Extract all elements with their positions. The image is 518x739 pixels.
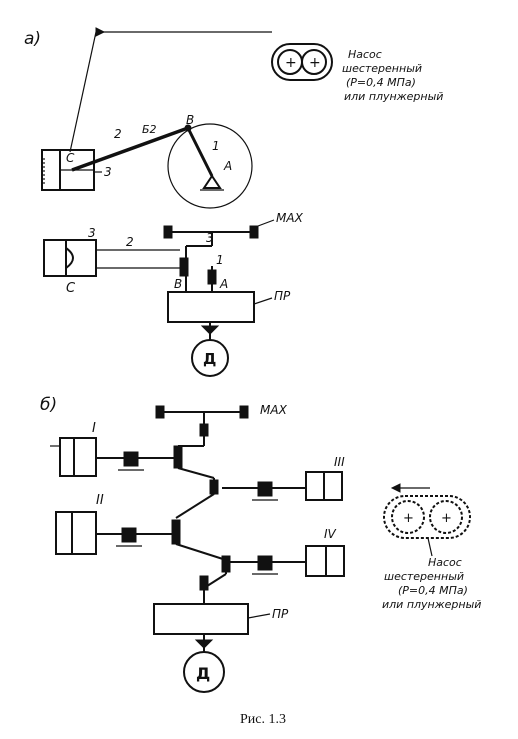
spring-4 bbox=[257, 555, 273, 571]
max-stop-right-b bbox=[239, 405, 249, 419]
cylinder-c-lower-cup bbox=[65, 247, 74, 269]
spring-3 bbox=[257, 481, 273, 497]
max-valve-b bbox=[199, 423, 209, 437]
pr-box-b bbox=[153, 603, 249, 635]
max-stop-right-a bbox=[249, 225, 259, 239]
label-pr-b: ПР bbox=[272, 607, 289, 621]
label-pr-a: ПР bbox=[274, 289, 291, 303]
label-3-upper: 3 bbox=[104, 165, 112, 179]
label-2-lower: 2 bbox=[126, 235, 134, 249]
part-b: б) МАХ I III II bbox=[40, 395, 481, 693]
pump-a-caption-line4: или плунжерный bbox=[344, 90, 443, 103]
pump-b-gear-left bbox=[391, 500, 425, 534]
label-b-upper: В bbox=[186, 113, 194, 127]
label-b-lower: В bbox=[174, 277, 182, 291]
label-cyl-3: III bbox=[334, 455, 345, 469]
label-2-upper: 2 bbox=[114, 127, 122, 141]
valve-body-a2 bbox=[207, 269, 217, 285]
link-rod-2 bbox=[71, 126, 189, 172]
pump-b-gear-right bbox=[429, 500, 463, 534]
pump-a-caption-line3: (Р=0,4 МПа) bbox=[346, 76, 416, 89]
max-leader-a bbox=[257, 219, 275, 227]
pr-box-a bbox=[167, 291, 255, 323]
cylinder-1 bbox=[59, 437, 97, 477]
pump-b-arrow-icon bbox=[390, 483, 401, 493]
part-a: а) + + Насос шестеренный (Р=0,4 МПа) или… bbox=[24, 27, 443, 377]
label-1-upper: 1 bbox=[212, 139, 220, 153]
label-b2-upper: Б2 bbox=[142, 123, 157, 136]
label-cyl-1: I bbox=[92, 421, 96, 436]
pump-b-caption-line4: или плунжерный bbox=[382, 598, 481, 611]
pump-b-housing bbox=[383, 495, 471, 539]
valve-b2-to-b3 bbox=[175, 493, 215, 519]
valve-b1-down bbox=[177, 467, 215, 479]
label-c-lower: С bbox=[66, 281, 76, 296]
label-d-a: Д bbox=[203, 350, 216, 368]
label-3-lower: 3 bbox=[88, 226, 96, 240]
motor-d-a bbox=[191, 339, 229, 377]
spring-2 bbox=[121, 527, 137, 543]
pump-b-plus-left-icon: + bbox=[403, 511, 414, 526]
label-max-a: МАХ bbox=[276, 211, 304, 225]
crank-pivot-b bbox=[184, 124, 192, 132]
cylinder-c-lower-body bbox=[43, 239, 97, 277]
pump-a-gear-right bbox=[301, 49, 327, 75]
pump-a-plus-right-icon: + bbox=[309, 55, 321, 71]
pump-b-caption-line2: шестеренный bbox=[384, 570, 464, 583]
valve-b3 bbox=[171, 519, 181, 545]
crank-support-a-icon bbox=[202, 174, 222, 189]
cylinder-c-upper bbox=[41, 149, 95, 191]
pump-a-plus-left-icon: + bbox=[285, 55, 297, 71]
label-3-top: 3 bbox=[206, 231, 214, 245]
label-a-lower: А bbox=[219, 277, 228, 291]
pump-b: + + bbox=[383, 483, 471, 557]
coupling-b-icon bbox=[194, 639, 214, 649]
valve-b5 bbox=[199, 575, 209, 591]
label-cyl-4: IV bbox=[324, 527, 337, 541]
max-stop-left-a bbox=[163, 225, 173, 239]
label-max-b: МАХ bbox=[260, 403, 288, 417]
crank-arm-1 bbox=[186, 127, 214, 177]
cylinder-c-lower bbox=[43, 239, 97, 277]
pump-a-caption-line1: Насос bbox=[348, 48, 382, 61]
pump-b-caption-line1: Насос bbox=[428, 556, 462, 569]
part-b-label: б) bbox=[40, 395, 57, 415]
pump-a-caption: Насос шестеренный (Р=0,4 МПа) или плунже… bbox=[342, 48, 443, 103]
pump-a: + + bbox=[271, 43, 333, 81]
pump-b-plus-right-icon: + bbox=[441, 511, 452, 526]
valve-b3-down bbox=[175, 543, 227, 561]
label-d-b: Д bbox=[196, 664, 210, 683]
valve-b4 bbox=[221, 555, 231, 573]
cylinder-2 bbox=[55, 511, 97, 555]
label-c-upper: С bbox=[66, 151, 75, 165]
pr-leader-b bbox=[247, 613, 271, 619]
valve-b2 bbox=[209, 479, 219, 495]
valve-b1 bbox=[173, 445, 183, 469]
spring-1 bbox=[123, 451, 139, 467]
label-a-upper: А bbox=[223, 159, 232, 173]
motor-d-b bbox=[183, 651, 225, 693]
pr-leader-a bbox=[253, 297, 273, 305]
pump-a-caption-line2: шестеренный bbox=[342, 62, 422, 75]
pump-b-leader bbox=[427, 537, 433, 557]
part-a-label: а) bbox=[24, 29, 41, 49]
pump-b-caption: Насос шестеренный (Р=0,4 МПа) или плунже… bbox=[382, 556, 481, 611]
label-1-lower: 1 bbox=[216, 253, 224, 267]
pump-b-caption-line3: (Р=0,4 МПа) bbox=[398, 584, 468, 597]
coupling-a-icon bbox=[200, 325, 220, 335]
max-stop-left-b bbox=[155, 405, 165, 419]
valve-body-a bbox=[179, 257, 189, 277]
crank-disc bbox=[167, 123, 253, 209]
pressure-arrow-a-icon bbox=[95, 27, 106, 37]
label-cyl-2: II bbox=[96, 493, 104, 508]
pump-a-housing bbox=[271, 43, 333, 81]
figure-caption: Рис. 1.3 bbox=[240, 712, 286, 727]
